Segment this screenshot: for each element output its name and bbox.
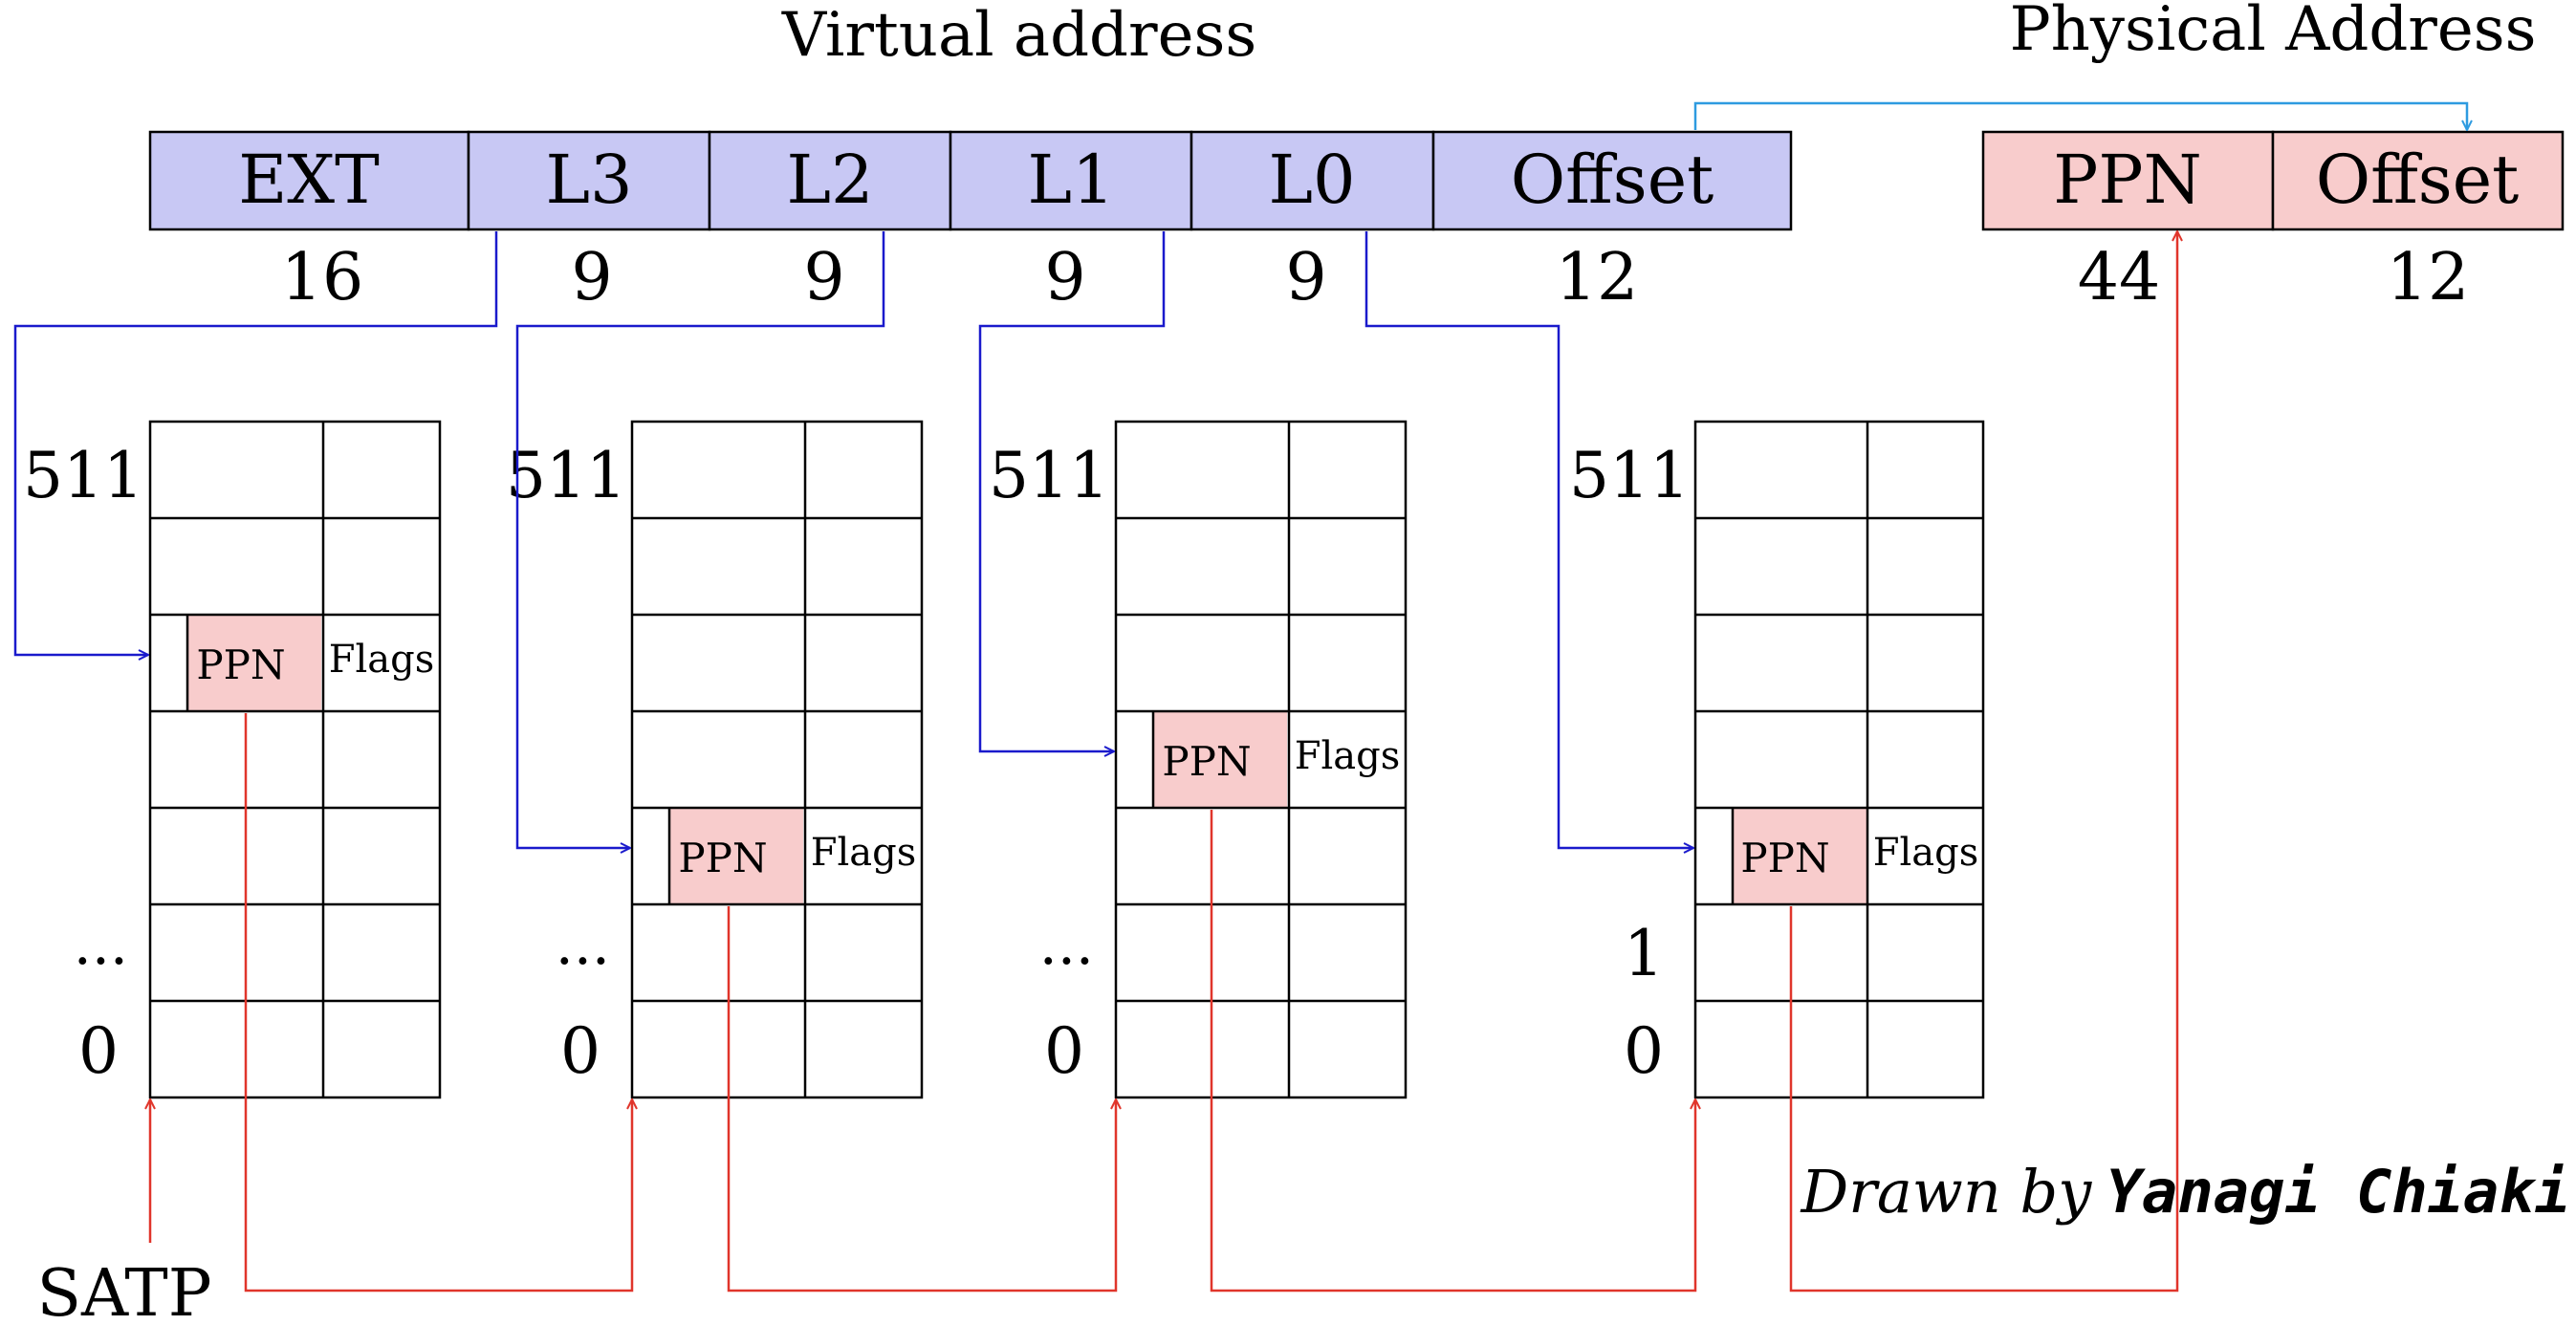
pa-field-label: PPN [2053, 141, 2201, 219]
table0-ppn-arrow [244, 713, 632, 1292]
table-index-mid: ... [1039, 911, 1094, 978]
table3-ppn-arrow [1789, 231, 2177, 1292]
flags-entry-label: Flags [1873, 831, 1979, 875]
ppn-entry-label: PPN [1740, 835, 1829, 881]
credit-prefix: Drawn by [1801, 1157, 2093, 1227]
va-field-bits: 9 [1044, 240, 1085, 315]
ppn-entry-label: PPN [678, 835, 767, 881]
credit-author: Yanagi Chiaki [2107, 1157, 2570, 1227]
flags-entry-label: Flags [1295, 734, 1401, 778]
va-field-label: Offset [1511, 141, 1714, 219]
ppn-entry-label: PPN [1162, 738, 1251, 785]
table-index-top: 511 [989, 439, 1109, 512]
ppn-arrows [150, 231, 2177, 1292]
table-index-top: 511 [506, 439, 626, 512]
table-index-mid: ... [74, 911, 128, 978]
l0-index-arrow [1364, 231, 1693, 848]
offset-copy-arrow [1693, 101, 2467, 130]
va-field-label: L2 [786, 141, 873, 219]
va-field-label: L1 [1027, 141, 1114, 219]
va-field-bits: 9 [803, 240, 844, 315]
pa-field-bits: 44 [2078, 240, 2161, 315]
table-index-top: 511 [1569, 439, 1690, 512]
ppn-entry-label: PPN [196, 641, 285, 688]
virtual-address-bar: EXT 16 L3 9 L2 9 L1 9 L0 9 Offset 12 [148, 130, 1793, 315]
va-field-label: L3 [545, 141, 632, 219]
flags-entry-label: Flags [811, 831, 917, 875]
flags-entry-label: Flags [329, 638, 435, 682]
page-table-1: PPN Flags 511 ... 0 [506, 420, 924, 1099]
table-index-bottom: 0 [78, 1014, 119, 1088]
pa-field-ppn: PPN 44 [1981, 130, 2275, 315]
credit-text: Drawn by Yanagi Chiaki [1801, 1157, 2571, 1227]
va-field-l0: L0 9 [1190, 130, 1435, 315]
va-field-label: EXT [238, 141, 380, 219]
pa-field-bits: 12 [2387, 240, 2470, 315]
table2-ppn-arrow [1210, 810, 1695, 1292]
table-index-mid: ... [556, 911, 610, 978]
va-field-bits: 16 [281, 240, 364, 315]
va-field-l3: L3 9 [467, 130, 711, 315]
physical-address-title: Physical Address [2010, 0, 2537, 65]
l3-index-arrow [13, 231, 498, 655]
va-field-bits: 12 [1556, 240, 1639, 315]
pa-field-label: Offset [2316, 141, 2520, 219]
va-field-bits: 9 [1285, 240, 1326, 315]
va-field-l2: L2 9 [708, 130, 952, 315]
va-field-ext: EXT 16 [148, 130, 470, 315]
table-index-bottom: 0 [1044, 1014, 1084, 1088]
va-field-offset: Offset 12 [1431, 130, 1793, 315]
page-table-2: PPN Flags 511 ... 0 [989, 420, 1408, 1099]
page-table-3: PPN Flags 511 1 0 [1569, 420, 1985, 1099]
table-index-mid: 1 [1624, 917, 1664, 990]
l1-index-arrow [978, 231, 1166, 751]
satp-label: SATP [36, 1256, 211, 1325]
index-arrows [13, 231, 1693, 848]
table-index-bottom: 0 [1624, 1014, 1664, 1088]
va-field-bits: 9 [571, 240, 612, 315]
physical-address-bar: PPN 44 Offset 12 [1981, 130, 2565, 315]
table-index-top: 511 [23, 439, 143, 512]
pa-field-offset: Offset 12 [2271, 130, 2565, 315]
table-index-bottom: 0 [560, 1014, 600, 1088]
va-field-l1: L1 9 [949, 130, 1193, 315]
va-field-label: L0 [1268, 141, 1355, 219]
page-table-0: PPN Flags 511 ... 0 [23, 420, 442, 1099]
virtual-address-title: Virtual address [781, 0, 1256, 71]
l2-index-arrow [515, 231, 885, 848]
table1-ppn-arrow [727, 906, 1116, 1292]
